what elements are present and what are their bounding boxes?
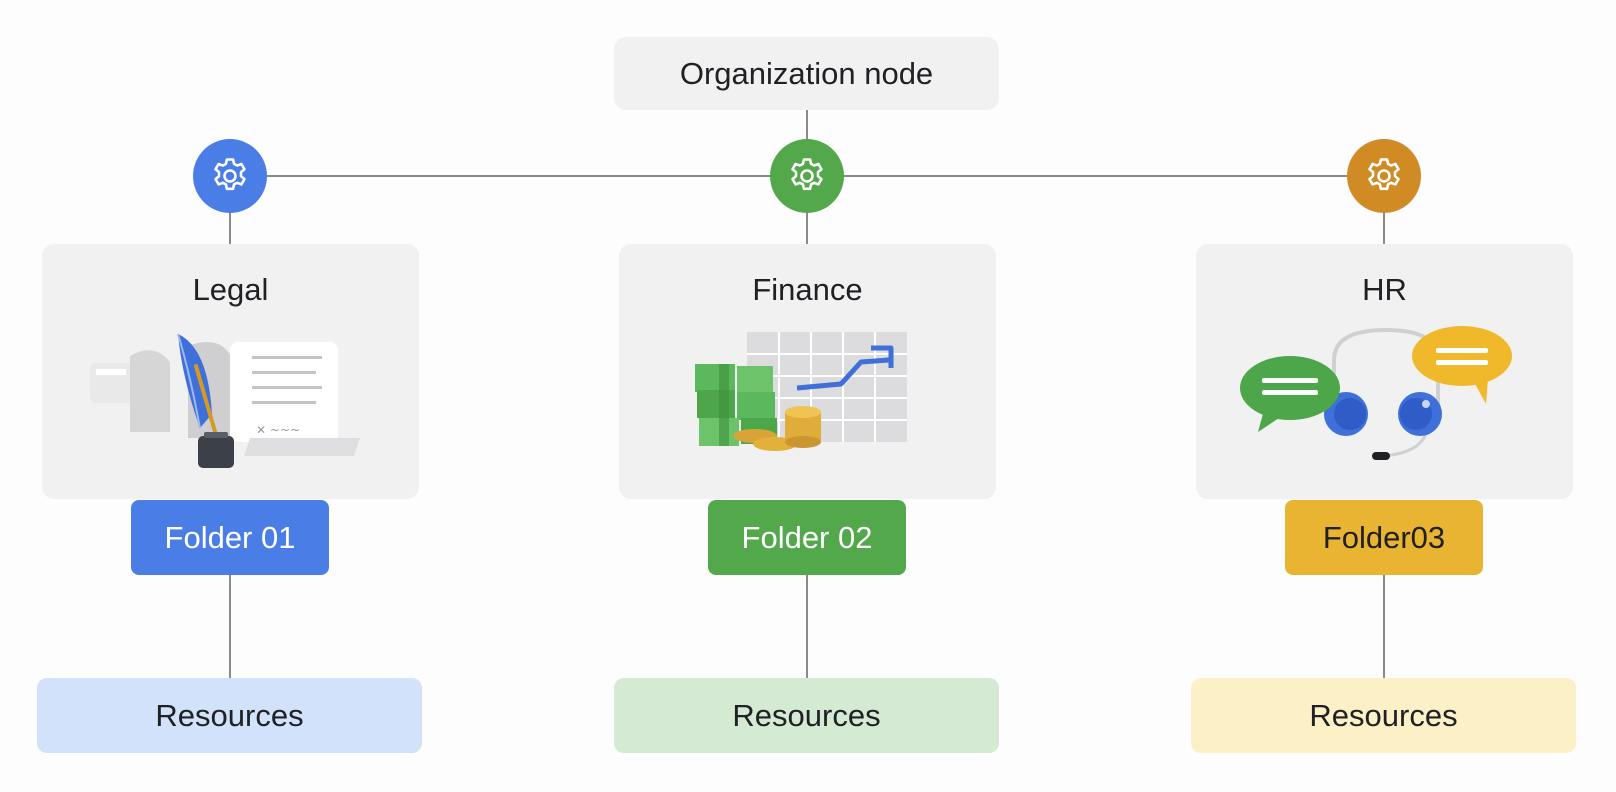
legal-document-quill-icon: ✕ ~~~ bbox=[90, 333, 360, 468]
hr-card-title: HR bbox=[1362, 272, 1407, 307]
finance-resources[interactable]: Resources bbox=[614, 678, 999, 753]
legal-resources[interactable]: Resources bbox=[37, 678, 422, 753]
finance-card-title: Finance bbox=[752, 272, 863, 307]
folder-01[interactable]: Folder 01 bbox=[131, 500, 329, 575]
finance-money-chart-icon bbox=[695, 332, 907, 451]
hr-resources[interactable]: Resources bbox=[1191, 678, 1576, 753]
svg-text:✕ ~~~: ✕ ~~~ bbox=[256, 423, 300, 437]
organization-node: Organization node bbox=[614, 37, 999, 110]
folder-02[interactable]: Folder 02 bbox=[708, 500, 906, 575]
hr-gear-icon bbox=[1347, 139, 1421, 213]
hr-chat-headset-icon bbox=[1240, 326, 1512, 460]
finance-card: Finance bbox=[619, 244, 996, 499]
legal-card: Legal ✕ ~~~ bbox=[42, 244, 419, 499]
legal-gear-icon bbox=[193, 139, 267, 213]
folder-03[interactable]: Folder03 bbox=[1285, 500, 1483, 575]
hr-card: HR bbox=[1196, 244, 1573, 499]
finance-gear-icon bbox=[770, 139, 844, 213]
legal-card-title: Legal bbox=[192, 272, 269, 307]
